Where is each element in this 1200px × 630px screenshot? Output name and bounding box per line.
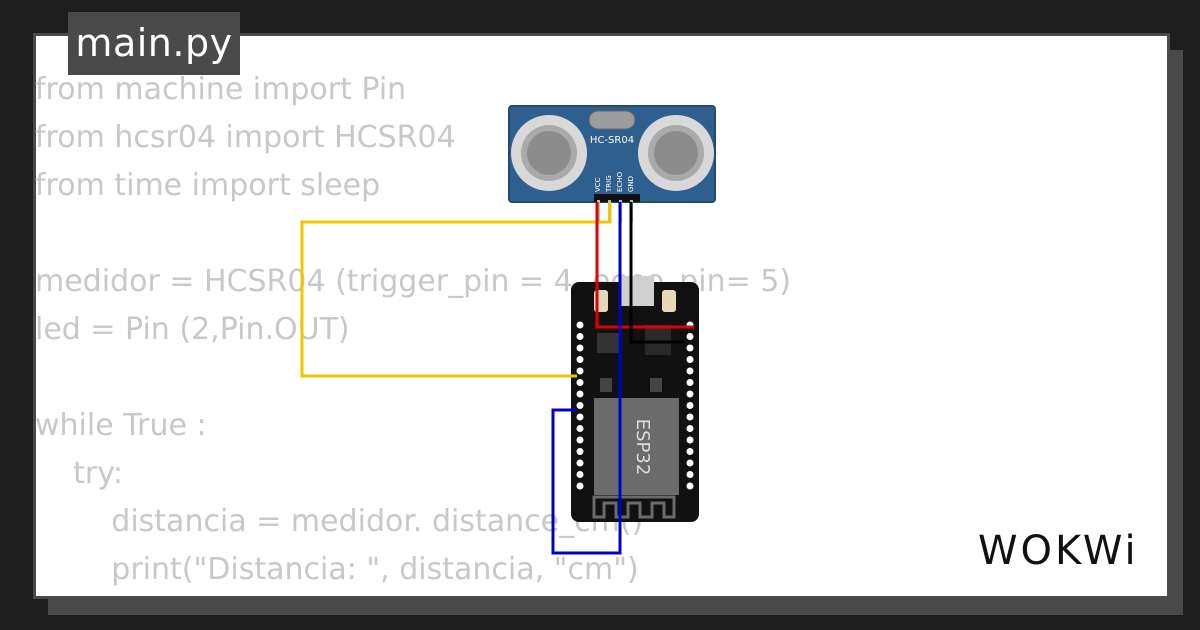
regulator bbox=[645, 325, 671, 355]
board-pin bbox=[686, 471, 694, 478]
board-pin bbox=[576, 333, 584, 340]
board-pin bbox=[686, 402, 694, 409]
wokwi-logo: WOKWi bbox=[978, 528, 1139, 574]
board-pin bbox=[686, 413, 694, 421]
board-pin bbox=[686, 367, 694, 375]
transducer-right-icon bbox=[638, 115, 714, 191]
board-pin bbox=[576, 402, 584, 409]
board-pin bbox=[686, 482, 694, 490]
hcsr04-sensor[interactable]: HC-SR04 VCC TRIG ECHO GND bbox=[508, 105, 716, 222]
board-pin bbox=[686, 436, 694, 444]
pin-label-trig: TRIG bbox=[605, 175, 613, 193]
code-line: from machine import Pin bbox=[35, 72, 407, 107]
board-pin bbox=[576, 459, 584, 467]
reset-button bbox=[662, 290, 676, 312]
usb-chip bbox=[597, 333, 619, 353]
board-pin bbox=[686, 448, 694, 455]
board-pin bbox=[576, 379, 584, 386]
board-pin bbox=[576, 471, 584, 478]
transducer-left-icon bbox=[511, 115, 587, 191]
board-pin bbox=[686, 379, 694, 386]
board-pin bbox=[686, 344, 694, 352]
board-pin bbox=[686, 390, 694, 398]
pin-header-left bbox=[576, 321, 584, 490]
board-pin bbox=[686, 356, 694, 363]
esp32-module bbox=[594, 398, 679, 495]
board-pin bbox=[576, 448, 584, 455]
pin-label-vcc: VCC bbox=[594, 177, 602, 192]
wire-gnd[interactable] bbox=[629, 202, 684, 344]
board-pin bbox=[576, 390, 584, 398]
crystal bbox=[588, 110, 636, 130]
code-line: while True : bbox=[35, 408, 207, 443]
wire-vcc[interactable] bbox=[595, 202, 694, 329]
board-pin bbox=[686, 425, 694, 432]
wire-trig[interactable] bbox=[300, 202, 612, 378]
code-listing: from machine import Pin from hcsr04 impor… bbox=[35, 66, 791, 594]
antenna-trace bbox=[592, 495, 676, 519]
code-line: from time import sleep bbox=[35, 168, 381, 203]
code-line: led = Pin (2,Pin.OUT) bbox=[35, 312, 350, 347]
sensor-label: HC-SR04 bbox=[590, 135, 634, 146]
wire-echo[interactable] bbox=[551, 202, 622, 555]
board-pin bbox=[576, 356, 584, 363]
chip-label: ESP32 bbox=[632, 419, 653, 476]
board-pin bbox=[686, 459, 694, 467]
sensor-pin-header bbox=[594, 194, 640, 222]
board-pin bbox=[576, 436, 584, 444]
pin-label-echo: ECHO bbox=[616, 171, 624, 192]
board-pin bbox=[686, 333, 694, 340]
code-line: print("Distancia: ", distancia, "cm") bbox=[35, 552, 639, 587]
board-pin bbox=[576, 344, 584, 352]
code-line: try: bbox=[35, 456, 123, 491]
esp32-board[interactable]: ESP32 bbox=[571, 276, 699, 522]
usb-port bbox=[620, 276, 654, 306]
pin-header-right bbox=[686, 321, 694, 490]
board-pin bbox=[576, 425, 584, 432]
board-pin bbox=[576, 321, 584, 329]
code-line: from hcsr04 import HCSR04 bbox=[35, 120, 456, 155]
board-pin bbox=[576, 413, 584, 421]
board-pin bbox=[576, 367, 584, 375]
file-tab[interactable]: main.py bbox=[68, 12, 240, 75]
pin-label-gnd: GND bbox=[627, 176, 635, 192]
board-pin bbox=[576, 482, 584, 490]
